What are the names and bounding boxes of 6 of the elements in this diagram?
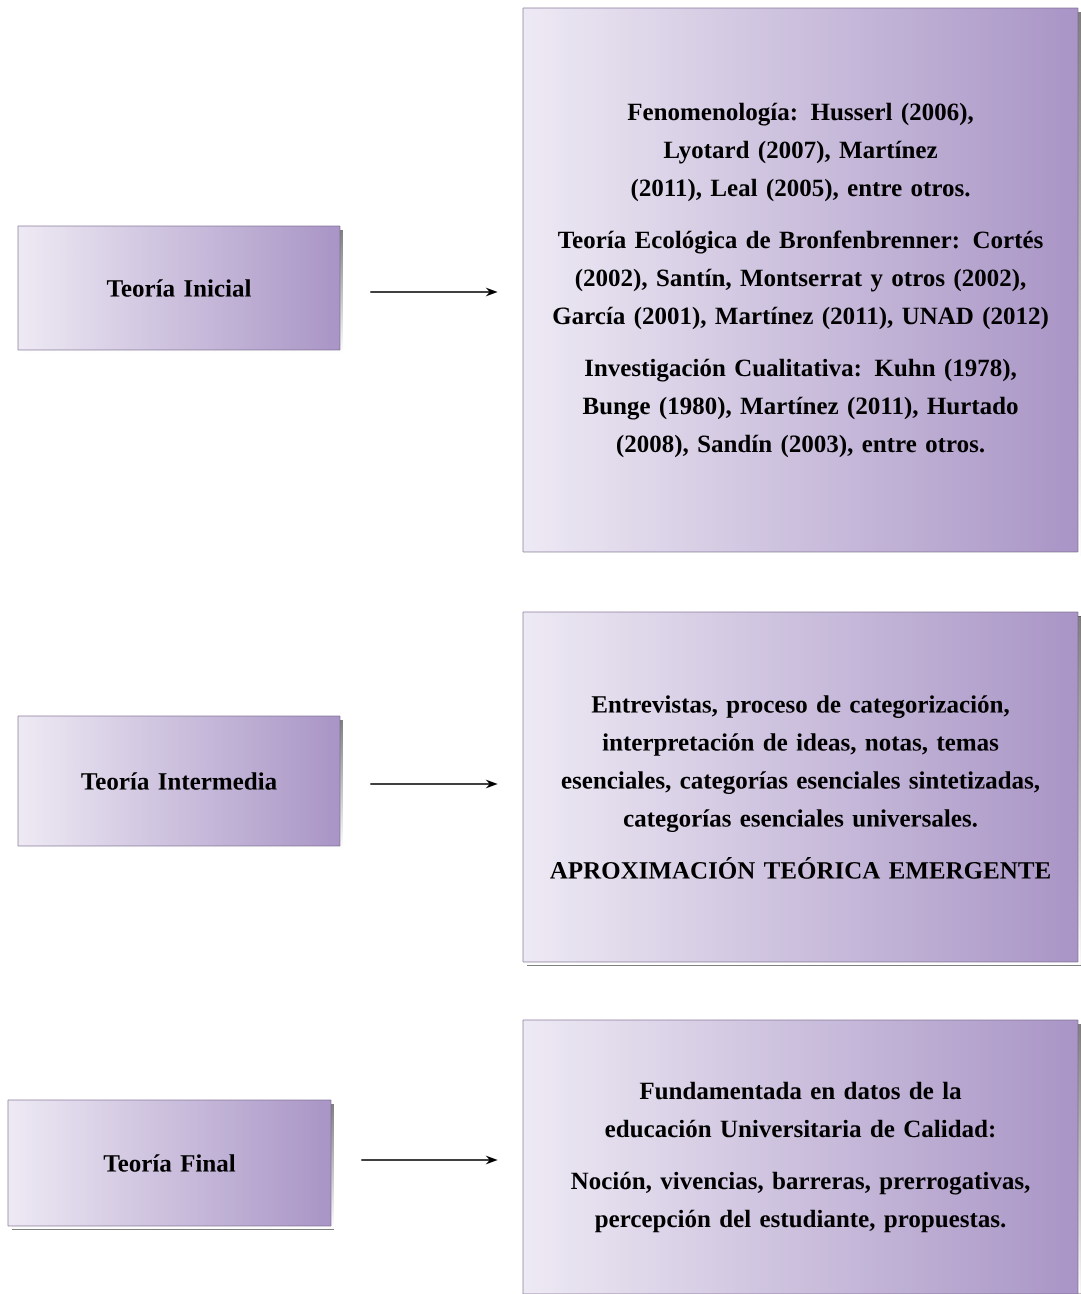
process-box: Teoría Final (7, 1099, 334, 1230)
process-box: Teoría Inicial (17, 225, 343, 354)
process-box: Teoría Intermedia (17, 715, 343, 850)
process-box: Entrevistas, proceso de categorización, interpretación de ideas, notas, temas esenciales, categorías esenciales sintetizadas, categorías esenciales universales. APROXIMACIÓN TEÓRICA EMERGENTE (522, 611, 1081, 966)
process-box: Fenomenología: Husserl (2006), Lyotard (2007), Martínez (2011), Leal (2005), entre otros. Teoría Ecológica de Bronfenbrenner: Cortés (2002), Santín, Montserrat y otros (2002), García (2001), Martínez (2011), UNAD (2012) Investigación Cualitativa: Kuhn (1978), Bunge (1980), Martínez (2011), Hurtado (2008), Sandín (2003), entre otros. (522, 7, 1081, 556)
process-box: Fundamentada en datos de la educación Universitaria de Calidad: Noción, vivencias, barreras, prerrogativas, percepción del estudiante, propuestas. (522, 1019, 1081, 1294)
